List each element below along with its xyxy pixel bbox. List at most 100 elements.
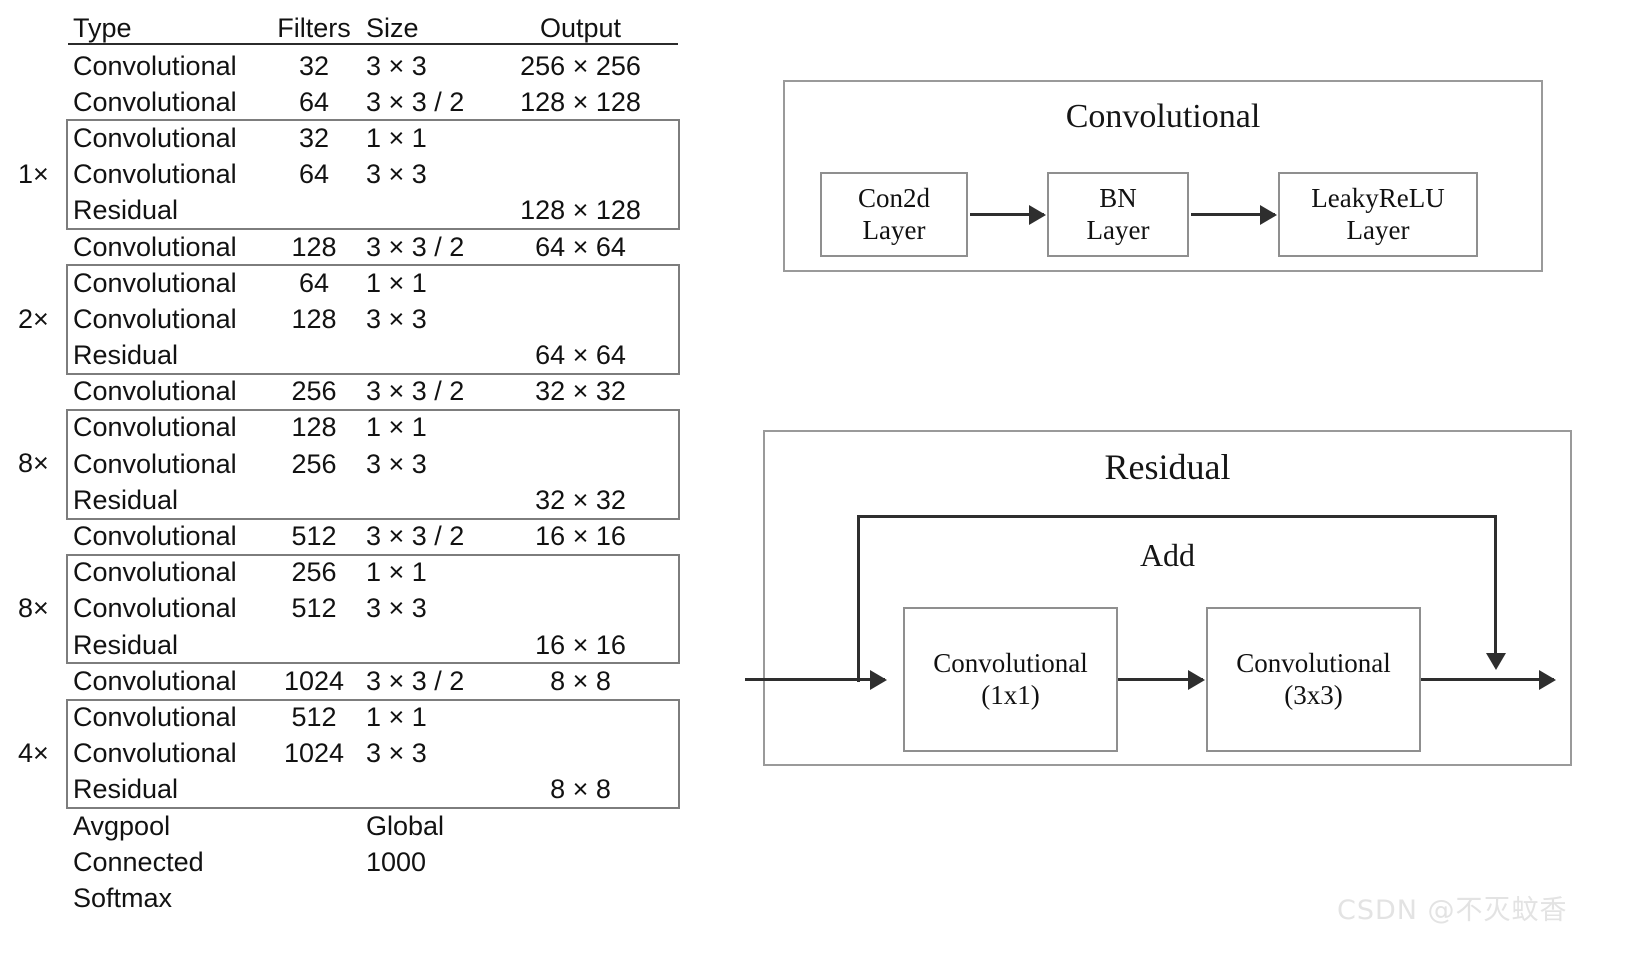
convolutional-block-diagram: Convolutional Con2d Layer BN Layer Leaky… xyxy=(783,80,1543,272)
cell-filters: 512 xyxy=(291,521,337,552)
conv-node-leakyrelu: LeakyReLU Layer xyxy=(1278,172,1478,257)
cell-size: 3 × 3 xyxy=(366,303,427,334)
table-row: Softmax xyxy=(68,880,680,916)
cell-filters: 64 xyxy=(298,267,330,298)
table-row: Convolutional 512 1 × 1 xyxy=(68,699,680,735)
csdn-watermark: CSDN @不灭蚊香 xyxy=(1337,895,1568,926)
cell-type: Convolutional xyxy=(73,231,237,262)
cell-output: 8 × 8 xyxy=(550,774,611,805)
header-size: Size xyxy=(366,12,419,43)
cell-type: Residual xyxy=(73,340,179,371)
cell-output: 256 × 256 xyxy=(520,50,641,81)
cell-filters: 32 xyxy=(298,122,330,153)
cell-output: 8 × 8 xyxy=(550,665,611,696)
cell-type: Convolutional xyxy=(73,701,237,732)
cell-size: 3 × 3 xyxy=(366,593,427,624)
cell-output: 128 × 128 xyxy=(520,86,641,117)
arrow-input-to-conv1x1 xyxy=(745,678,885,681)
conv-node-con2d-line2: Layer xyxy=(862,214,926,245)
residual-node-conv-3x3-line2: (3x3) xyxy=(1284,679,1343,710)
cell-size: 1 × 1 xyxy=(366,412,427,443)
residual-add-label: Add xyxy=(1139,537,1196,573)
repeat-multiplier-label: 8× xyxy=(18,448,49,479)
arrow-conv1x1-to-conv3x3 xyxy=(1118,678,1203,681)
cell-size: 3 × 3 xyxy=(366,738,427,769)
arrow-merge-to-output xyxy=(1421,678,1554,681)
cell-filters: 64 xyxy=(298,159,330,190)
table-row: Convolutional 64 3 × 3 xyxy=(68,157,680,193)
table-row: Convolutional 1024 3 × 3 / 2 8 × 8 xyxy=(68,663,680,699)
cell-size: 3 × 3 / 2 xyxy=(366,665,465,696)
cell-size: 1 × 1 xyxy=(366,557,427,588)
cell-filters: 1024 xyxy=(283,665,345,696)
cell-output: 64 × 64 xyxy=(535,340,626,371)
residual-node-conv-1x1-line1: Convolutional xyxy=(933,647,1088,678)
cell-type: Convolutional xyxy=(73,412,237,443)
table-row: Residual 8 × 8 xyxy=(68,772,680,808)
cell-type: Convolutional xyxy=(73,159,237,190)
cell-size: 1000 xyxy=(366,846,427,877)
cell-size: 3 × 3 xyxy=(366,448,427,479)
repeat-multiplier-label: 4× xyxy=(18,737,49,768)
repeat-multiplier-label: 1× xyxy=(18,158,49,189)
cell-filters: 256 xyxy=(291,448,337,479)
skip-connection-down-arrow xyxy=(1494,515,1497,667)
residual-node-conv-3x3: Convolutional (3x3) xyxy=(1206,607,1421,752)
cell-filters: 1024 xyxy=(283,738,345,769)
cell-type: Convolutional xyxy=(73,86,237,117)
cell-type: Convolutional xyxy=(73,738,237,769)
header-type: Type xyxy=(73,12,132,43)
cell-size: 1 × 1 xyxy=(366,267,427,298)
header-filters: Filters xyxy=(277,12,351,43)
table-row: Convolutional 64 1 × 1 xyxy=(68,265,680,301)
cell-type: Convolutional xyxy=(73,50,237,81)
cell-type: Convolutional xyxy=(73,665,237,696)
table-row: Convolutional 1024 3 × 3 xyxy=(68,736,680,772)
cell-type: Convolutional xyxy=(73,267,237,298)
cell-type: Connected xyxy=(73,846,204,877)
cell-output: 128 × 128 xyxy=(520,195,641,226)
cell-size: 3 × 3 / 2 xyxy=(366,231,465,262)
cell-size: Global xyxy=(366,810,445,841)
cell-filters: 512 xyxy=(291,593,337,624)
cell-output: 32 × 32 xyxy=(535,484,626,515)
cell-type: Residual xyxy=(73,629,179,660)
arrow-bn-to-leakyrelu xyxy=(1191,213,1275,216)
residual-block-title: Residual xyxy=(1104,447,1231,487)
skip-connection-top-rail xyxy=(857,515,1496,518)
cell-filters: 512 xyxy=(291,701,337,732)
cell-size: 3 × 3 xyxy=(366,159,427,190)
table-row: Residual 128 × 128 xyxy=(68,193,680,229)
cell-type: Residual xyxy=(73,195,179,226)
cell-filters: 128 xyxy=(291,303,337,334)
cell-size: 1 × 1 xyxy=(366,701,427,732)
cell-size: 3 × 3 / 2 xyxy=(366,86,465,117)
cell-filters: 256 xyxy=(291,557,337,588)
residual-node-conv-1x1: Convolutional (1x1) xyxy=(903,607,1118,752)
cell-type: Convolutional xyxy=(73,122,237,153)
cell-type: Convolutional xyxy=(73,593,237,624)
table-header-rule xyxy=(68,43,678,45)
conv-node-leakyrelu-line2: Layer xyxy=(1346,214,1410,245)
cell-filters: 128 xyxy=(291,231,337,262)
table-row: Convolutional 64 3 × 3 / 2 128 × 128 xyxy=(68,84,680,120)
conv-node-bn-line2: Layer xyxy=(1086,214,1150,245)
skip-connection-left-riser xyxy=(857,515,860,682)
arrow-con2d-to-bn xyxy=(970,213,1044,216)
conv-node-bn-line1: BN xyxy=(1099,182,1137,213)
cell-type: Residual xyxy=(73,774,179,805)
cell-filters: 64 xyxy=(298,86,330,117)
cell-filters: 256 xyxy=(291,376,337,407)
residual-node-conv-3x3-line1: Convolutional xyxy=(1236,647,1391,678)
conv-node-bn: BN Layer xyxy=(1047,172,1189,257)
